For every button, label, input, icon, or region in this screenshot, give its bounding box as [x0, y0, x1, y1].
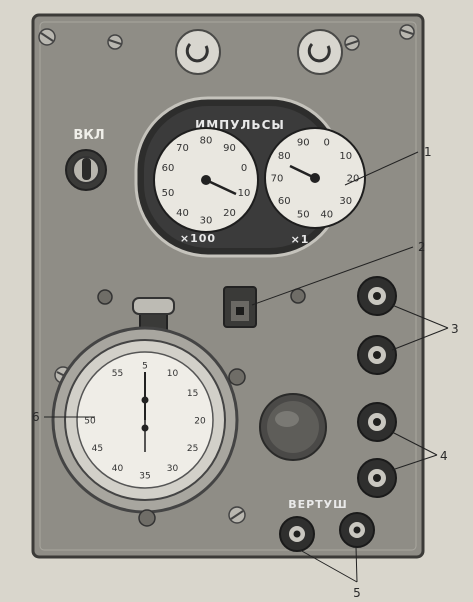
- panel-screw: [107, 34, 123, 50]
- dial-units-number-7: 70: [271, 174, 284, 185]
- dial-units-number-9: 90: [297, 137, 310, 148]
- dial-units-number-6: 60: [278, 196, 291, 207]
- stopwatch: [51, 297, 246, 527]
- panel-screw: [38, 28, 56, 46]
- bottom-label: ВЕРТУШ: [288, 498, 348, 511]
- callout-5: 5: [353, 586, 361, 600]
- dial-hundreds-number-9: 0: [241, 163, 247, 174]
- dial-units-number-1: 10: [339, 151, 352, 162]
- callout-2: 2: [418, 240, 426, 254]
- dial-units-hub: [310, 173, 320, 183]
- dial-hundreds-number-5: 60: [162, 163, 175, 174]
- panel-screw: [399, 24, 415, 40]
- dial-units-number-2: 20: [347, 174, 360, 185]
- terminal[interactable]: [357, 402, 397, 442]
- dial-hundreds-number-2: 30: [200, 216, 213, 227]
- stopwatch-number-5: 25: [187, 444, 198, 454]
- stopwatch-number-1: 5: [142, 362, 148, 372]
- dial-hundreds-hub: [201, 175, 211, 185]
- callout-1: 1: [424, 145, 432, 159]
- panel-screw: [290, 288, 306, 304]
- stopwatch-button[interactable]: [132, 297, 175, 315]
- bottom-terminal-left[interactable]: [279, 516, 315, 552]
- stopwatch-number-4: 20: [194, 417, 206, 427]
- stopwatch-number-2: 10: [167, 369, 179, 379]
- panel-screw: [344, 35, 360, 51]
- dial-hundreds-number-3: 40: [176, 208, 189, 219]
- callout-4: 4: [440, 449, 448, 463]
- stopwatch-number-9: 45: [92, 444, 103, 454]
- left-dial-multiplier: ×100: [180, 232, 216, 245]
- reset-knob-left[interactable]: [175, 29, 221, 75]
- stopwatch-number-8: 40: [112, 464, 124, 474]
- dial-hundreds-number-6: 70: [176, 143, 189, 154]
- dial-units-number-0: 0: [324, 137, 330, 148]
- dial-hundreds-number-4: 50: [162, 188, 175, 199]
- dial-hundreds: [153, 127, 259, 233]
- dial-units-number-8: 80: [278, 151, 291, 162]
- panel-screw: [97, 289, 113, 305]
- dial-units: [264, 127, 366, 229]
- callout-3: 3: [451, 322, 459, 336]
- leader-lines: [44, 151, 449, 583]
- dial-units-number-3: 30: [339, 196, 352, 207]
- terminal[interactable]: [357, 458, 397, 498]
- dial-units-number-4: 40: [320, 210, 333, 221]
- right-dial-multiplier: ×1: [291, 233, 310, 246]
- stopwatch-number-0: 55: [112, 369, 123, 379]
- bottom-terminal-right[interactable]: [339, 512, 375, 548]
- switch-label: ВКЛ: [73, 128, 104, 143]
- dial-hundreds-number-0: 10: [238, 188, 251, 199]
- stopwatch-number-10: 50: [84, 417, 96, 427]
- small-connector[interactable]: [223, 286, 257, 328]
- panel-screw: [228, 506, 246, 524]
- stopwatch-number-6: 30: [167, 464, 179, 474]
- terminal[interactable]: [357, 276, 397, 316]
- large-push-button[interactable]: [259, 393, 327, 461]
- dial-hundreds-number-1: 20: [223, 208, 236, 219]
- panel-inner-edge: [39, 21, 417, 551]
- terminal[interactable]: [357, 335, 397, 375]
- reset-knob-right[interactable]: [297, 29, 343, 75]
- dial-units-number-5: 50: [297, 210, 310, 221]
- callout-6: 6: [32, 410, 40, 424]
- dial-hundreds-number-7: 80: [200, 136, 213, 147]
- dial-units-numbers: 0 10 20 30 40 50 60 70 80 90: [271, 137, 360, 220]
- power-toggle-switch[interactable]: [65, 149, 107, 191]
- stopwatch-number-7: 35: [139, 472, 150, 482]
- dial-hundreds-number-8: 90: [223, 143, 236, 154]
- dial-hundreds-needle: [205, 178, 237, 196]
- stopwatch-number-3: 15: [187, 389, 198, 399]
